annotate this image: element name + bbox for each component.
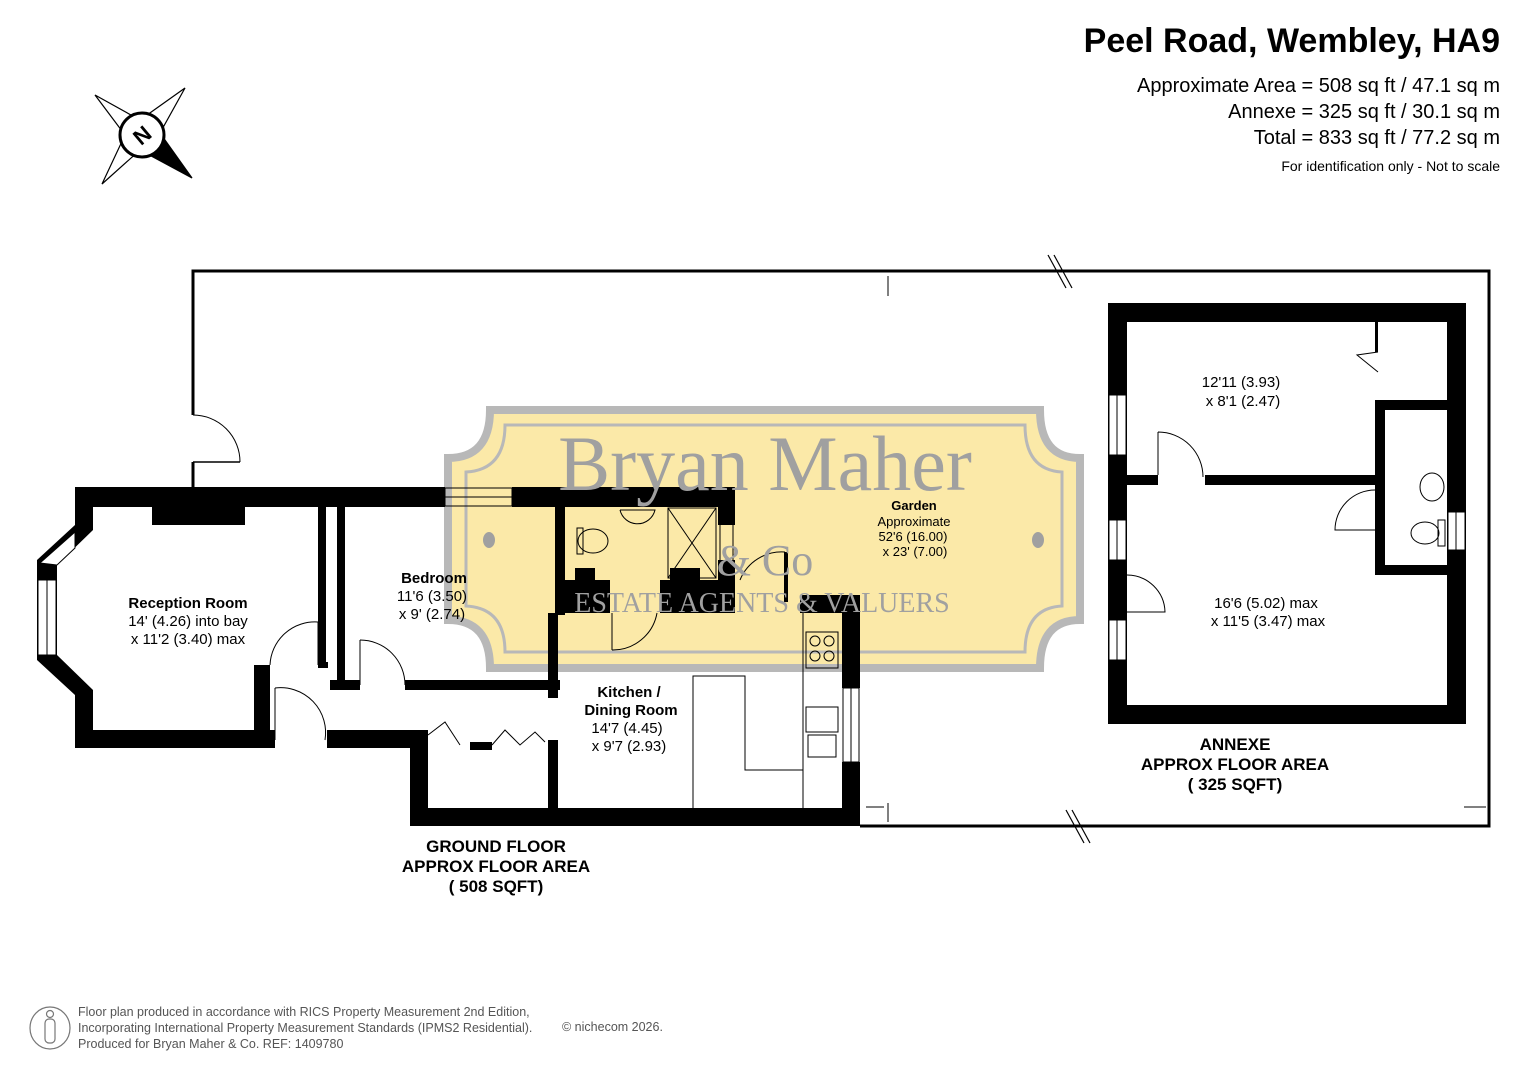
watermark-lettering: Bryan Maher & Co ESTATE AGENTS & VALUERS — [558, 420, 972, 619]
room-dimension: x 11'5 (3.47) max — [1211, 613, 1326, 630]
annexe-area-label: ANNEXE APPROX FLOOR AREA ( 325 SQFT) — [1141, 735, 1329, 794]
footer-line: Floor plan produced in accordance with R… — [78, 1005, 530, 1019]
floor-name: GROUND FLOOR — [426, 837, 566, 856]
ground-floor-walls — [37, 487, 860, 826]
room-dimension: 52'6 (16.00) — [879, 529, 948, 544]
annexe-area: Annexe = 325 sq ft / 30.1 sq m — [1228, 101, 1500, 123]
garden-boundary — [191, 254, 1491, 844]
ground-floor-fixtures — [37, 487, 860, 808]
person-icon — [29, 1006, 71, 1050]
scale-note: For identification only - Not to scale — [1281, 158, 1500, 174]
room-dimension: 14' (4.26) into bay — [128, 613, 248, 630]
room-dimension: 11'6 (3.50) — [397, 588, 467, 605]
reception-room-label: Reception Room 14' (4.26) into bay x 11'… — [128, 595, 248, 648]
kitchen-label: Kitchen / Dining Room 14'7 (4.45) x 9'7 … — [584, 684, 677, 755]
room-name: Bedroom — [401, 570, 467, 587]
watermark-line1: Bryan Maher — [558, 420, 972, 507]
room-name: Kitchen / — [597, 684, 661, 701]
room-dimension: 14'7 (4.45) — [591, 720, 662, 737]
room-name: Reception Room — [128, 595, 247, 612]
room-dimension: 12'11 (3.93) — [1202, 374, 1280, 391]
footer-line: Produced for Bryan Maher & Co. REF: 1409… — [78, 1037, 344, 1051]
floor-area: ( 508 SQFT) — [449, 877, 543, 896]
room-dimension: x 9' (2.74) — [399, 606, 465, 623]
floor-area: APPROX FLOOR AREA — [1141, 755, 1329, 774]
footer-line: Incorporating International Property Mea… — [78, 1021, 533, 1035]
footer-text: Floor plan produced in accordance with R… — [78, 1004, 532, 1052]
room-dimension: x 23' (7.00) — [883, 544, 948, 559]
room-dimension: x 9'7 (2.93) — [592, 738, 667, 755]
floor-name: ANNEXE — [1200, 735, 1271, 754]
total-area: Total = 833 sq ft / 77.2 sq m — [1253, 127, 1500, 149]
compass-north-icon: N — [94, 87, 193, 185]
annexe-room2-label: 16'6 (5.02) max x 11'5 (3.47) max — [1211, 595, 1326, 630]
room-dimension: Approximate — [878, 514, 951, 529]
annexe-room1-label: 12'11 (3.93) x 8'1 (2.47) — [1202, 374, 1281, 410]
watermark-line3: ESTATE AGENTS & VALUERS — [574, 588, 950, 619]
annexe-walls — [1108, 303, 1466, 724]
watermark-line2: & Co — [717, 536, 814, 585]
garden-label: Garden Approximate 52'6 (16.00) x 23' (7… — [878, 498, 951, 559]
ground-floor-area-label: GROUND FLOOR APPROX FLOOR AREA ( 508 SQF… — [402, 837, 590, 896]
floor-area: APPROX FLOOR AREA — [402, 857, 590, 876]
bedroom-label: Bedroom 11'6 (3.50) x 9' (2.74) — [397, 570, 467, 623]
room-dimension: 16'6 (5.02) max — [1214, 595, 1318, 612]
room-dimension: x 8'1 (2.47) — [1206, 393, 1281, 410]
room-name: Dining Room — [584, 702, 677, 719]
annexe-fixtures — [1108, 351, 1466, 661]
property-title: Peel Road, Wembley, HA9 — [1083, 22, 1500, 60]
copyright: © nichecom 2026. — [562, 1020, 663, 1034]
approximate-area: Approximate Area = 508 sq ft / 47.1 sq m — [1137, 75, 1500, 97]
room-dimension: x 11'2 (3.40) max — [131, 631, 246, 648]
floor-area: ( 325 SQFT) — [1188, 775, 1282, 794]
room-name: Garden — [891, 498, 937, 513]
